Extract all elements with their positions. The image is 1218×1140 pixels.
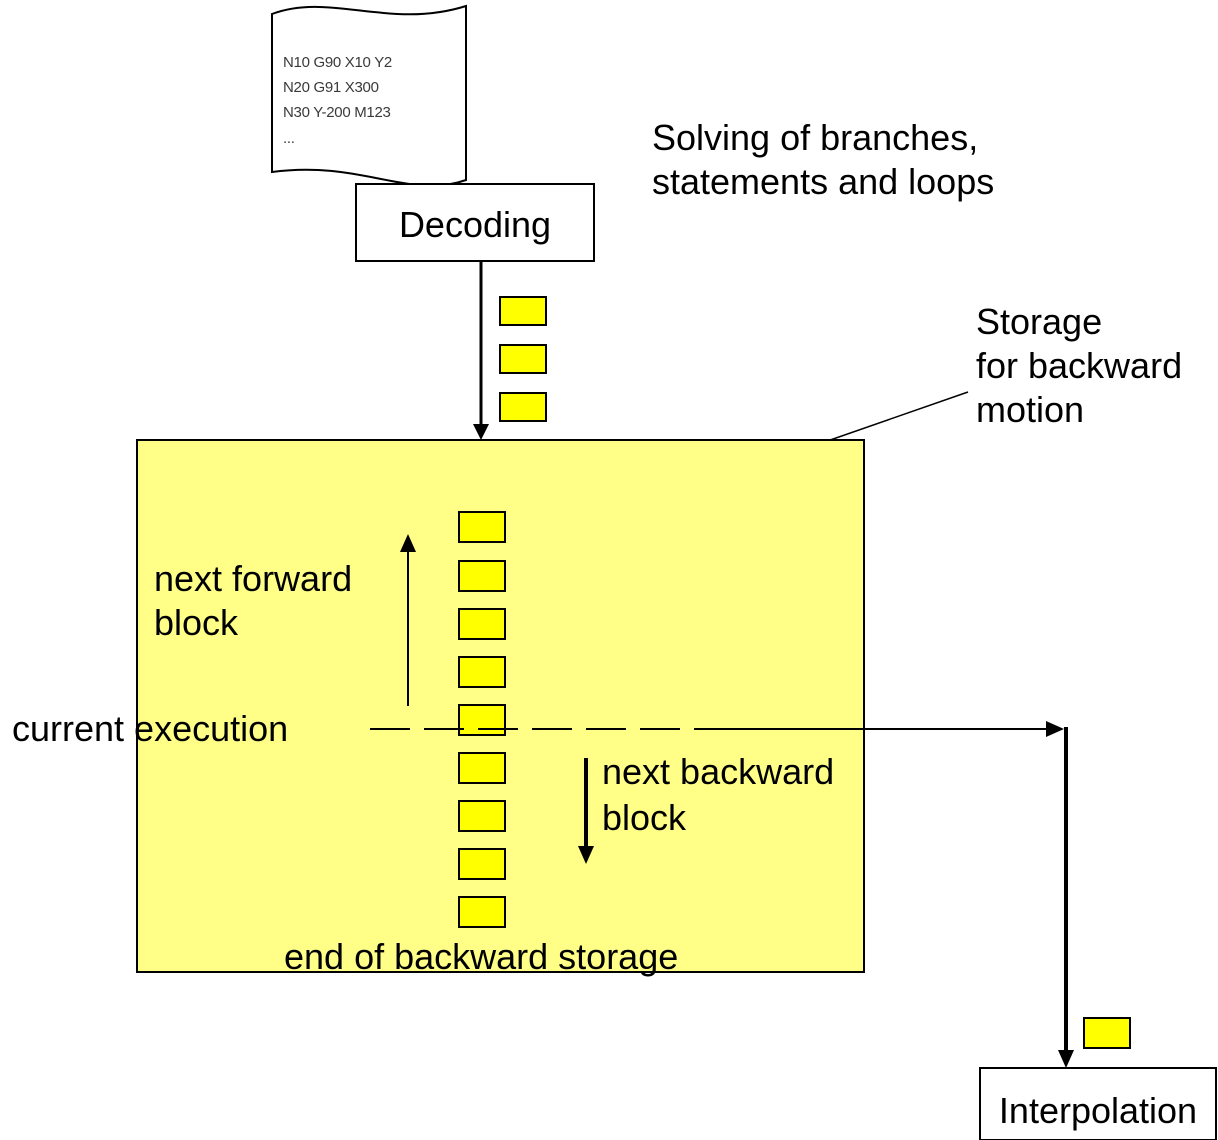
stored-block xyxy=(458,896,506,928)
queued-block xyxy=(499,344,547,374)
to-interpolation-arrowhead xyxy=(1058,1050,1074,1068)
next-forward-label: next forward block xyxy=(154,558,353,643)
stored-block xyxy=(458,656,506,688)
interpolation-input-block xyxy=(1083,1017,1131,1049)
program-line: ... xyxy=(283,130,295,147)
next-backward-label: next backward block xyxy=(602,751,835,838)
interpolation-label: Interpolation xyxy=(998,1090,1198,1131)
stored-block xyxy=(458,848,506,880)
queued-block xyxy=(499,392,547,422)
stored-block xyxy=(458,752,506,784)
next-backward-arrowhead xyxy=(578,846,594,864)
stored-block xyxy=(458,511,506,543)
queued-block xyxy=(499,296,547,326)
decoding-to-storage-arrowhead xyxy=(473,424,489,440)
current-execution-arrowhead xyxy=(1046,721,1064,737)
decoding-label: Decoding xyxy=(398,204,552,245)
program-line: N30 Y-200 M123 xyxy=(283,104,391,121)
program-line: N10 G90 X10 Y2 xyxy=(283,54,392,71)
program-document-shape xyxy=(271,4,467,187)
stored-block-current xyxy=(458,704,506,736)
decoding-box xyxy=(355,183,595,262)
storage-annotation: Storage for backward motion xyxy=(976,301,1183,430)
interpolation-box xyxy=(979,1067,1217,1140)
end-of-storage-label: end of backward storage xyxy=(284,936,679,977)
solving-annotation: Solving of branches, statements and loop… xyxy=(652,117,995,202)
next-forward-arrowhead xyxy=(400,534,416,552)
program-line: N20 G91 X300 xyxy=(283,79,379,96)
stored-block xyxy=(458,800,506,832)
stored-block xyxy=(458,560,506,592)
stored-block xyxy=(458,608,506,640)
stored-blocks xyxy=(458,511,506,928)
current-execution-label: current execution xyxy=(12,708,289,749)
